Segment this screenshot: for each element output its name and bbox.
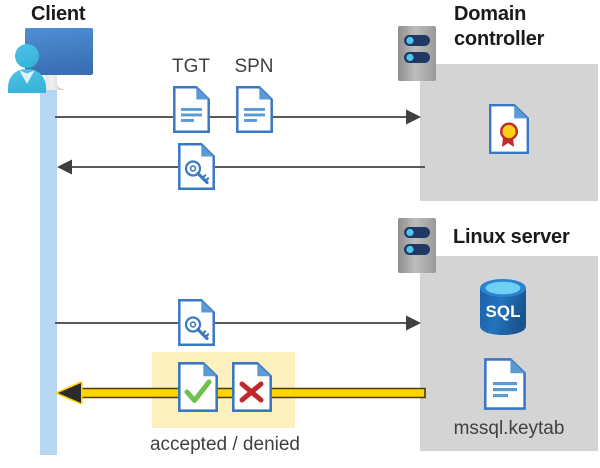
domain-controller-label-line1: Domain <box>454 3 527 25</box>
domain-controller-label-line2: controller <box>454 28 545 50</box>
sql-database-icon: SQL <box>477 278 529 336</box>
spn-document-icon <box>236 86 273 133</box>
accepted-document-icon <box>178 362 218 412</box>
key-document-icon-top <box>178 143 215 190</box>
key-document-icon-bottom <box>178 299 215 346</box>
message-service-ticket-arrow <box>55 156 425 178</box>
message-ticket-presented-arrow <box>55 312 425 334</box>
auth-result-caption: accepted / denied <box>149 434 300 455</box>
keytab-filename-label: mssql.keytab <box>453 418 565 439</box>
svg-text:SQL: SQL <box>486 302 521 321</box>
spn-label: SPN <box>234 56 274 77</box>
tgt-document-icon <box>173 86 210 133</box>
client-lifeline <box>40 84 57 455</box>
message-tgt-spn-arrow <box>55 106 425 128</box>
client-workstation-icon <box>5 26 100 96</box>
client-label: Client <box>31 3 86 25</box>
certificate-document-icon <box>489 104 529 154</box>
domain-controller-server-rack-icon <box>398 26 436 81</box>
keytab-document-icon <box>483 358 526 410</box>
denied-document-icon <box>232 362 272 412</box>
linux-server-server-rack-icon <box>398 218 436 273</box>
linux-server-label: Linux server <box>453 226 570 248</box>
tgt-label: TGT <box>172 56 210 77</box>
